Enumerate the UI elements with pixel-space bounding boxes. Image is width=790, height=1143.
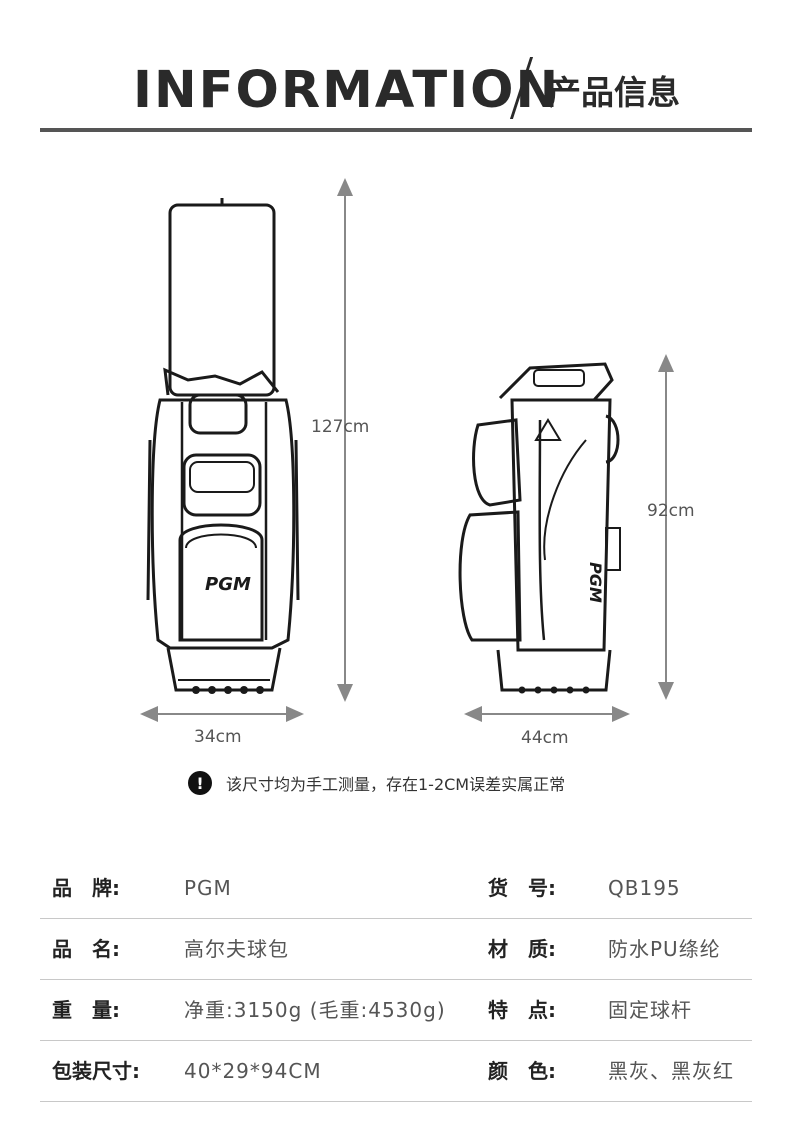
- spec-label: 货 号:: [488, 876, 556, 900]
- side-logo: PGM: [586, 562, 605, 603]
- spec-label: 特 点:: [488, 998, 556, 1022]
- page-header: INFORMATION 产品信息: [0, 55, 790, 125]
- spec-value: QB195: [608, 876, 681, 900]
- spec-value: 净重:3150g (毛重:4530g): [184, 998, 446, 1022]
- spec-label: 材 质:: [488, 937, 556, 961]
- front-bag-illustration: PGM: [146, 198, 300, 694]
- spec-table: 品 牌: PGM 货 号: QB195 品 名: 高尔夫球包 材 质: 防水PU…: [40, 858, 752, 1102]
- spec-row: 包装尺寸: 40*29*94CM 颜 色: 黑灰、黑灰红: [40, 1041, 752, 1102]
- front-height-label: 127cm: [311, 417, 369, 437]
- spec-row: 品 名: 高尔夫球包 材 质: 防水PU绦纶: [40, 919, 752, 980]
- front-logo: PGM: [205, 574, 251, 595]
- spec-value: 高尔夫球包: [184, 937, 289, 961]
- side-height-label: 92cm: [647, 501, 695, 521]
- spec-row: 重 量: 净重:3150g (毛重:4530g) 特 点: 固定球杆: [40, 980, 752, 1041]
- spec-value: 防水PU绦纶: [608, 937, 721, 961]
- side-width-label: 44cm: [521, 728, 569, 748]
- title-chinese: 产品信息: [548, 73, 680, 112]
- header-rule: [40, 128, 752, 132]
- spec-value: PGM: [184, 876, 232, 900]
- bag-dimension-diagram: PGM 127cm 34cm PGM 92cm 44cm: [140, 178, 695, 748]
- exclamation-icon: !: [188, 771, 212, 795]
- spec-label: 包装尺寸:: [52, 1059, 140, 1083]
- title-english: INFORMATION: [133, 61, 561, 120]
- spec-value: 固定球杆: [608, 998, 692, 1022]
- side-bag-illustration: PGM: [458, 362, 621, 694]
- spec-value: 40*29*94CM: [184, 1059, 322, 1083]
- spec-label: 颜 色:: [488, 1059, 556, 1083]
- spec-label: 重 量:: [52, 998, 120, 1022]
- spec-label: 品 牌:: [52, 876, 120, 900]
- note-text: 该尺寸均为手工测量，存在1-2CM误差实属正常: [226, 775, 566, 794]
- front-width-label: 34cm: [194, 727, 242, 747]
- spec-row: 品 牌: PGM 货 号: QB195: [40, 858, 752, 919]
- measurement-note: ! 该尺寸均为手工测量，存在1-2CM误差实属正常: [188, 770, 565, 796]
- spec-label: 品 名:: [52, 937, 120, 961]
- spec-value: 黑灰、黑灰红: [608, 1059, 734, 1083]
